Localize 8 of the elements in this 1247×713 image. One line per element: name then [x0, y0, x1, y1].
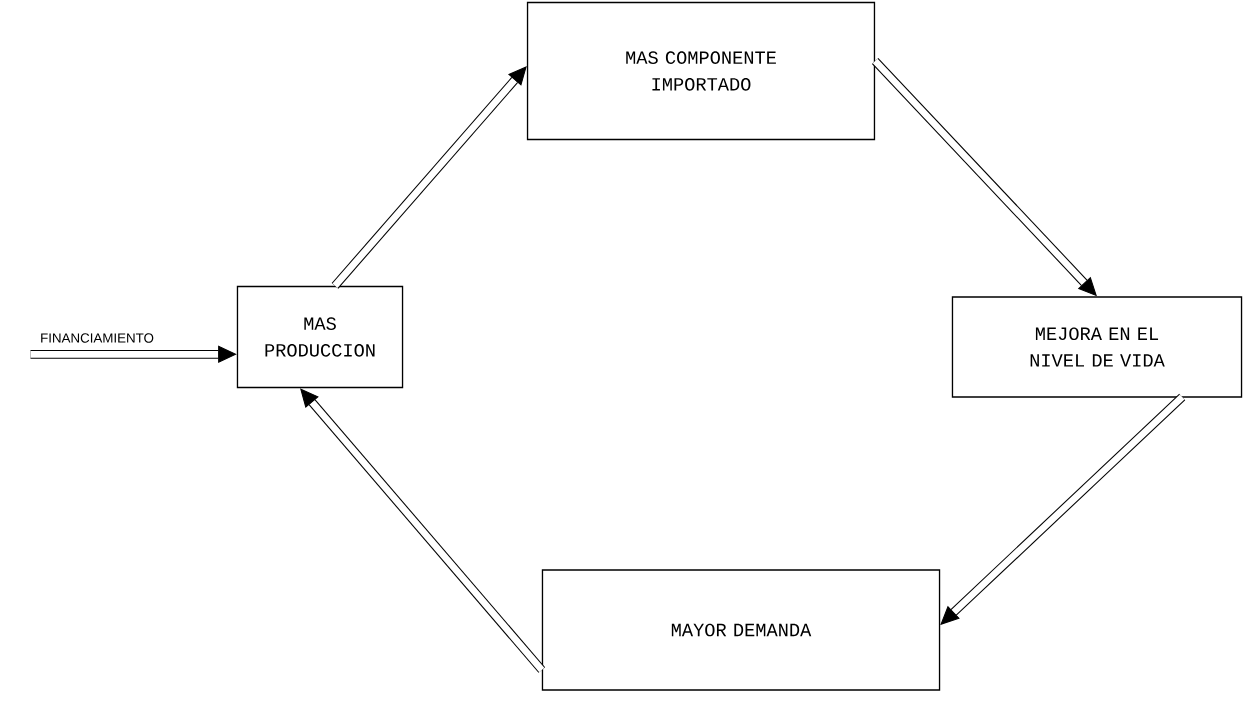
double-arrow [331, 66, 527, 289]
double-arrow [300, 388, 546, 673]
input-label: FINANCIAMIENTO [41, 333, 154, 343]
process-box: MAYOR DEMANDA [541, 569, 941, 691]
process-box: MAS COMPONENTE IMPORTADO [526, 1, 876, 141]
process-box: MEJORA EN EL NIVEL DE VIDA [951, 296, 1243, 398]
process-box: MAS PRODUCCION [236, 285, 404, 389]
double-arrow [940, 393, 1186, 625]
